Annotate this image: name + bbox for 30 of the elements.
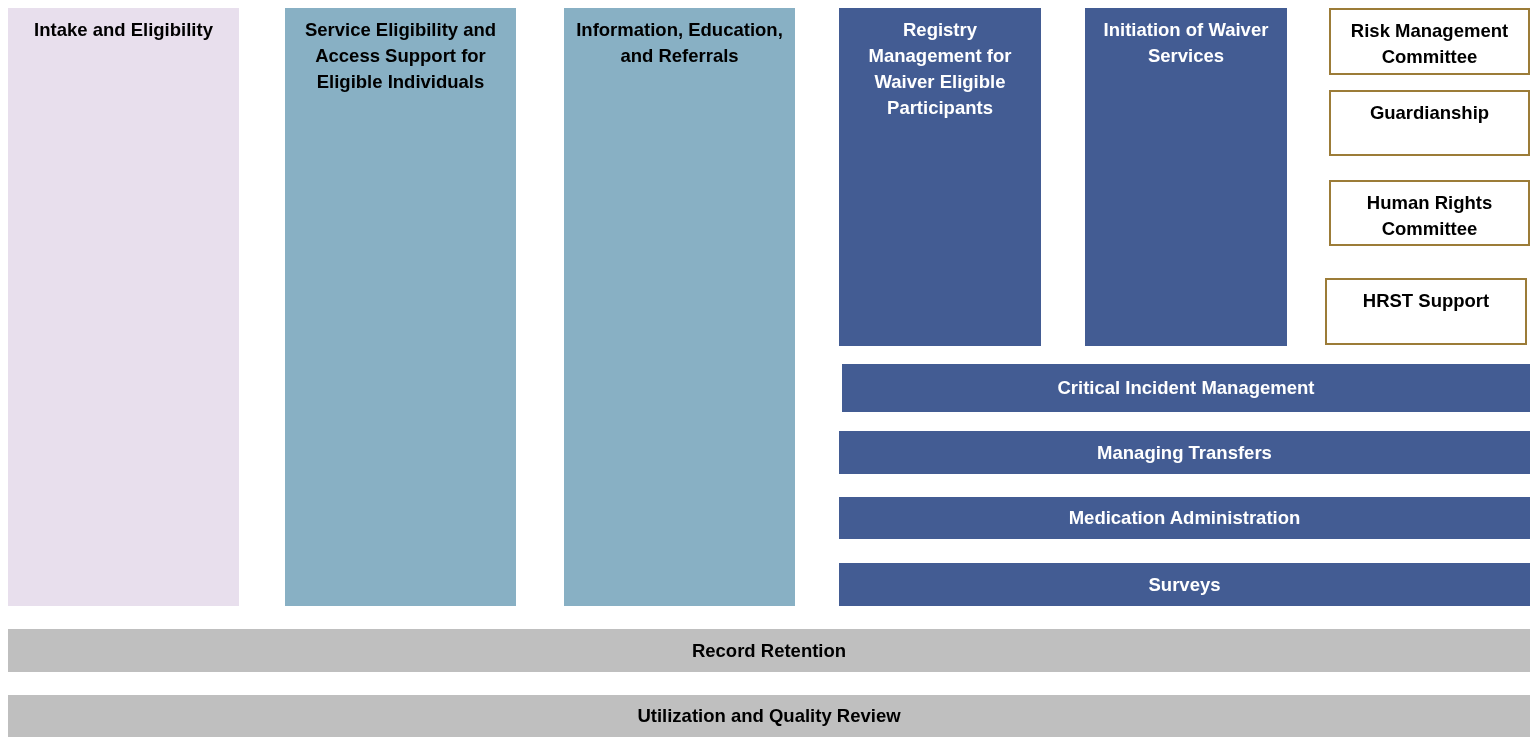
box-label: Managing Transfers xyxy=(1097,440,1272,465)
bar-panel xyxy=(8,695,1530,737)
box-label: Registry Management for Waiver Eligible Participants xyxy=(867,18,1013,120)
bar-panel xyxy=(839,431,1530,474)
box-label: Critical Incident Management xyxy=(1057,376,1315,400)
column-panel xyxy=(285,8,516,606)
box-label: HRST Support xyxy=(1362,289,1490,313)
box-label: Utilization and Quality Review xyxy=(637,704,901,728)
box-label: Record Retention xyxy=(691,638,847,663)
outlined-box xyxy=(1329,180,1530,246)
column-panel xyxy=(1085,8,1287,346)
column-panel xyxy=(839,8,1041,346)
box-label: Initiation of Waiver Services xyxy=(1102,18,1270,68)
box-label: Intake and Eligibility xyxy=(34,18,213,42)
bar-panel xyxy=(839,497,1530,539)
box-label: Medication Administration xyxy=(1068,506,1301,530)
bar-panel xyxy=(842,364,1530,412)
outlined-box xyxy=(1325,278,1527,345)
bar-panel xyxy=(8,629,1530,672)
box-label: Service Eligibility and Access Support for Eligible Individuals xyxy=(303,18,498,94)
box-label: Guardianship xyxy=(1369,101,1490,125)
box-label: Risk Management Committee xyxy=(1349,19,1510,69)
box-label: Surveys xyxy=(1148,572,1221,597)
column-panel xyxy=(8,8,239,606)
box-label: Information, Education, and Referrals xyxy=(575,18,784,68)
outlined-box xyxy=(1329,8,1530,75)
bar-panel xyxy=(839,563,1530,606)
box-label: Human Rights Committee xyxy=(1365,191,1494,241)
column-panel xyxy=(564,8,795,606)
outlined-box xyxy=(1329,90,1530,156)
